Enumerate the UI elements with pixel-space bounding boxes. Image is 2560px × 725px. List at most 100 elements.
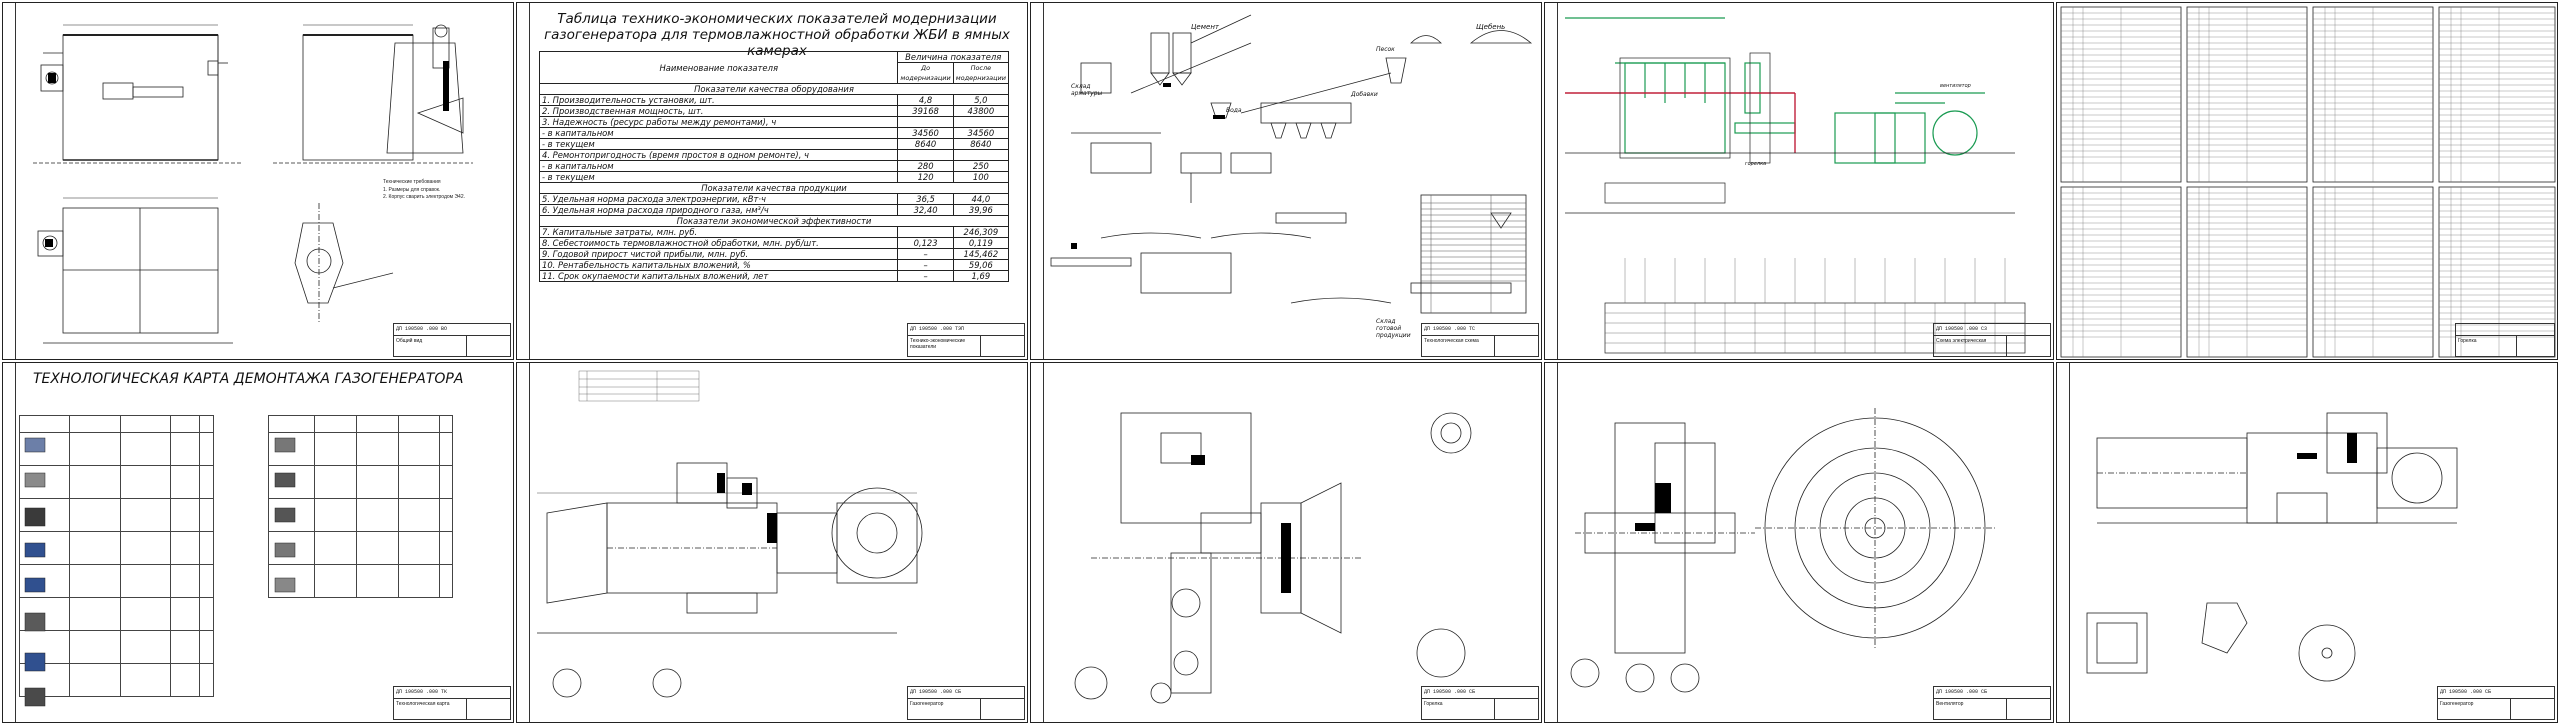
title-block-name: Вентилятор — [1936, 701, 1964, 707]
tep-row-before: – — [897, 259, 954, 271]
label-sklad-produkcii: Склад готовой продукции — [1376, 318, 1411, 339]
sheet-tech-scheme: Цемент Склад арматуры Песок Щебень Вода … — [1030, 2, 1542, 360]
svg-text:1. Размеры для справок.: 1. Размеры для справок. — [383, 187, 440, 193]
sheet-binding-strip — [517, 363, 530, 722]
tep-col-before: До модернизации — [897, 62, 954, 84]
tep-row-after: 250 — [952, 160, 1010, 172]
title-block-code: ДП 190500 .000 ТЭП — [910, 326, 965, 332]
title-block-name: Горелка — [1424, 701, 1443, 707]
burner-assembly-drawing — [1074, 412, 1472, 704]
title-block: ДП 190500 .000 СБ Газогенератор — [2437, 686, 2555, 720]
tep-row-after: 44,0 — [952, 193, 1010, 205]
tep-row-after: 59,06 — [952, 259, 1010, 271]
sheet-tep-table: Таблица технико-экономических показателе… — [516, 2, 1028, 360]
tep-row-before — [897, 226, 954, 238]
sheet-gasgen-modern: ДП 190500 .000 СБ Газогенератор — [2056, 362, 2558, 723]
sheet-binding-strip — [1031, 3, 1044, 359]
label-dobavki: Добавки — [1351, 91, 1378, 98]
sheet-specifications: Горелка — [2056, 2, 2558, 360]
title-block: ДП 190500 .000 ТС Технологическая схема — [1421, 323, 1539, 357]
tep-row-name: 9. Годовой прирост чистой прибыли, млн. … — [538, 248, 899, 260]
tep-row-before: 34560 — [897, 127, 954, 139]
label-ventilator: вентилятор — [1940, 83, 1971, 89]
label-voda: Вода — [1226, 107, 1242, 114]
tep-row-name: 10. Рентабельность капитальных вложений,… — [538, 259, 899, 271]
label-pesok: Песок — [1376, 46, 1395, 53]
title-block-name: Технологическая схема — [1424, 338, 1479, 344]
table-row: 6. Удельная норма расхода природного газ… — [538, 204, 1010, 216]
tep-row-name: 7. Капитальные затраты, млн. руб. — [538, 226, 899, 238]
title-block-code: ДП 190500 .000 СБ — [1936, 689, 1988, 695]
tep-row-before: 32,40 — [897, 204, 954, 216]
tep-row-after: 5,0 — [952, 94, 1010, 106]
sheet-binding-strip — [3, 3, 16, 359]
sheet-binding-strip — [3, 363, 16, 722]
tep-row-after: 43800 — [952, 105, 1010, 117]
tep-row-name: 4. Ремонтопригодность (время простоя в о… — [538, 149, 899, 161]
title-block: Горелка — [2455, 323, 2555, 357]
tep-section-economic: Показатели экономической эффективности — [539, 215, 1009, 227]
sheet-gasgen-assembly: ДП 190500 .000 СБ Газогенератор — [516, 362, 1028, 723]
title-block: ДП 190500 .000 С3 Схема электрическая — [1933, 323, 2051, 357]
tep-row-before: 120 — [897, 171, 954, 183]
tep-row-after: 100 — [952, 171, 1010, 183]
tep-row-after — [952, 149, 1010, 161]
tep-row-name: - в текущем — [538, 171, 899, 183]
tep-row-after: 246,309 — [952, 226, 1010, 238]
tep-row-after: 0,119 — [952, 237, 1010, 249]
table-row: 8. Себестоимость термовлажностной обрабо… — [538, 237, 1010, 249]
sheet-binding-strip — [1545, 3, 1558, 359]
sheet-binding-strip — [517, 3, 530, 359]
sheet-binding-strip — [1545, 363, 1558, 722]
tep-row-before — [897, 116, 954, 128]
tep-row-after: 8640 — [952, 138, 1010, 150]
table-row: 11. Срок окупаемости капитальных вложени… — [538, 270, 1010, 282]
table-row: 7. Капитальные затраты, млн. руб. 246,309 — [538, 226, 1010, 238]
tep-col-value: Величина показателя — [897, 51, 1009, 63]
title-block: ДП 190500 .000 СБ Горелка — [1421, 686, 1539, 720]
table-row: 5. Удельная норма расхода электроэнергии… — [538, 193, 1010, 205]
tep-row-before — [897, 149, 954, 161]
tep-row-name: 11. Срок окупаемости капитальных вложени… — [538, 270, 899, 282]
tep-section-equipment: Показатели качества оборудования — [539, 83, 1009, 95]
title-block-name: Схема электрическая — [1936, 338, 1987, 344]
tep-row-before: 8640 — [897, 138, 954, 150]
tep-row-name: 2. Производственная мощность, шт. — [538, 105, 899, 117]
electric-scheme-drawing — [1565, 17, 2026, 354]
tep-row-before: 39168 — [897, 105, 954, 117]
table-row: 4. Ремонтопригодность (время простоя в о… — [538, 149, 1010, 161]
tech-card-table-left — [18, 415, 214, 697]
svg-text:Технические требования: Технические требования — [383, 179, 441, 185]
table-row: 10. Рентабельность капитальных вложений,… — [538, 259, 1010, 271]
tep-row-after — [952, 116, 1010, 128]
table-row: 3. Надежность (ресурс работы между ремон… — [538, 116, 1010, 128]
title-block: ДП 190500 .000 ВО Общий вид — [393, 323, 511, 357]
tep-row-name: - в текущем — [538, 138, 899, 150]
title-block-name: Газогенератор — [2440, 701, 2474, 707]
tep-row-name: - в капитальном — [538, 160, 899, 172]
tep-row-name: 3. Надежность (ресурс работы между ремон… — [538, 116, 899, 128]
title-block-code: ДП 190500 .000 СБ — [2440, 689, 2492, 695]
tep-section-product: Показатели качества продукции — [539, 182, 1009, 194]
tep-row-name: 5. Удельная норма расхода электроэнергии… — [538, 193, 899, 205]
title-block-code: ДП 190500 .000 ВО — [396, 326, 448, 332]
svg-text:2. Корпус сварить электродом Э: 2. Корпус сварить электродом Э42. — [383, 194, 465, 200]
title-block-code: ДП 190500 .000 ТС — [1424, 326, 1476, 332]
fan-assembly-drawing — [1570, 408, 1995, 693]
sheet-binding-strip — [2057, 363, 2070, 722]
tep-row-before: – — [897, 270, 954, 282]
label-sheben: Щебень — [1476, 23, 1506, 31]
tech-card-title: ТЕХНОЛОГИЧЕСКАЯ КАРТА ДЕМОНТАЖА ГАЗОГЕНЕ… — [33, 371, 464, 387]
title-block-code: ДП 190500 .000 С3 — [1936, 326, 1988, 332]
label-cement: Цемент — [1191, 23, 1219, 31]
sheet-tech-card: ТЕХНОЛОГИЧЕСКАЯ КАРТА ДЕМОНТАЖА ГАЗОГЕНЕ… — [2, 362, 514, 723]
general-view-drawing: Технические требования 1. Размеры для сп… — [33, 24, 473, 344]
tep-row-name: 6. Удельная норма расхода природного газ… — [538, 204, 899, 216]
tep-row-name: 1. Производительность установки, шт. — [538, 94, 899, 106]
tep-row-name: 8. Себестоимость термовлажностной обрабо… — [538, 237, 899, 249]
title-block-code: ДП 190500 .000 СБ — [910, 689, 962, 695]
title-block-name: Технологическая карта — [396, 701, 450, 707]
